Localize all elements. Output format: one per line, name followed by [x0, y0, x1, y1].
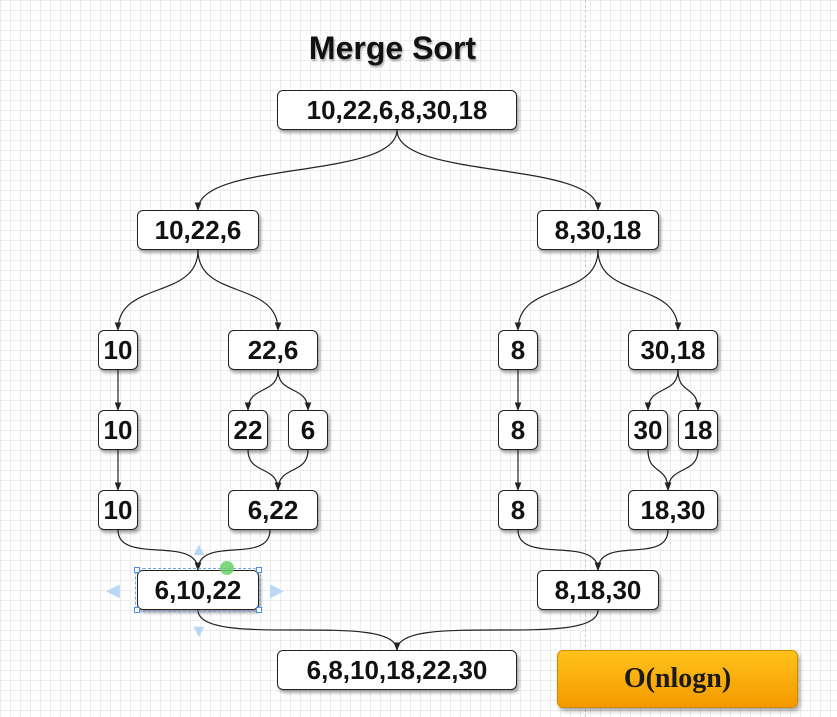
node-left-half[interactable]: 10,22,6 [137, 210, 259, 250]
node-18[interactable]: 18 [678, 410, 718, 450]
node-right-merged[interactable]: 8,18,30 [537, 570, 659, 610]
clone-arrow-right-icon[interactable]: ▶ [270, 580, 284, 600]
edge-6-to-6-22 [274, 449, 309, 491]
resize-handle-se[interactable] [256, 607, 262, 613]
connection-point-icon[interactable] [220, 561, 234, 575]
clone-arrow-down-icon[interactable]: ▼ [190, 621, 208, 641]
node-8-c[interactable]: 8 [498, 490, 538, 530]
edge-root-right [396, 129, 602, 211]
edge-right-merged-to-result [393, 609, 599, 651]
edge-30-18-to-30 [644, 369, 679, 411]
edge-right-8 [514, 249, 599, 331]
page-divider [585, 0, 586, 717]
node-10-a[interactable]: 10 [98, 330, 138, 370]
node-left-merged[interactable]: 6,10,22 [135, 568, 261, 612]
clone-arrow-up-icon[interactable]: ▲ [190, 539, 208, 559]
resize-handle-sw[interactable] [134, 607, 140, 613]
edge-root-left [194, 129, 398, 211]
edge-30-to-18-30 [647, 449, 672, 491]
node-10-c[interactable]: 10 [98, 490, 138, 530]
node-30-18[interactable]: 30,18 [628, 330, 718, 370]
edge-22-6-to-22 [244, 369, 279, 411]
edge-18-to-18-30 [664, 449, 699, 491]
edge-30-18-to-18 [677, 369, 702, 411]
edge-22-to-6-22 [247, 449, 282, 491]
edge-left-22-6 [197, 249, 282, 331]
node-22[interactable]: 22 [228, 410, 268, 450]
edge-right-30-18 [597, 249, 682, 331]
edge-left-10 [114, 249, 199, 331]
node-10-b[interactable]: 10 [98, 410, 138, 450]
edge-22-6-to-6 [277, 369, 312, 411]
node-22-6[interactable]: 22,6 [228, 330, 318, 370]
complexity-label[interactable]: O(nlogn) [557, 650, 798, 708]
node-8-b[interactable]: 8 [498, 410, 538, 450]
diagram-title: Merge Sort [308, 30, 477, 66]
clone-arrow-left-icon[interactable]: ◀ [106, 580, 120, 600]
edge-8-to-right-merged [517, 529, 602, 571]
node-result[interactable]: 6,8,10,18,22,30 [277, 650, 517, 690]
node-30[interactable]: 30 [628, 410, 668, 450]
edge-10-to-left-merged [117, 529, 202, 571]
node-6[interactable]: 6 [288, 410, 328, 450]
node-18-30[interactable]: 18,30 [628, 490, 718, 530]
node-root[interactable]: 10,22,6,8,30,18 [277, 90, 517, 130]
edge-18-30-to-right-merged [594, 529, 669, 571]
resize-handle-nw[interactable] [134, 567, 140, 573]
edge-6-22-to-left-merged [194, 529, 271, 571]
resize-handle-ne[interactable] [256, 567, 262, 573]
edge-left-merged-to-result [197, 609, 401, 651]
node-6-22[interactable]: 6,22 [228, 490, 318, 530]
node-8-a[interactable]: 8 [498, 330, 538, 370]
node-right-half[interactable]: 8,30,18 [537, 210, 659, 250]
